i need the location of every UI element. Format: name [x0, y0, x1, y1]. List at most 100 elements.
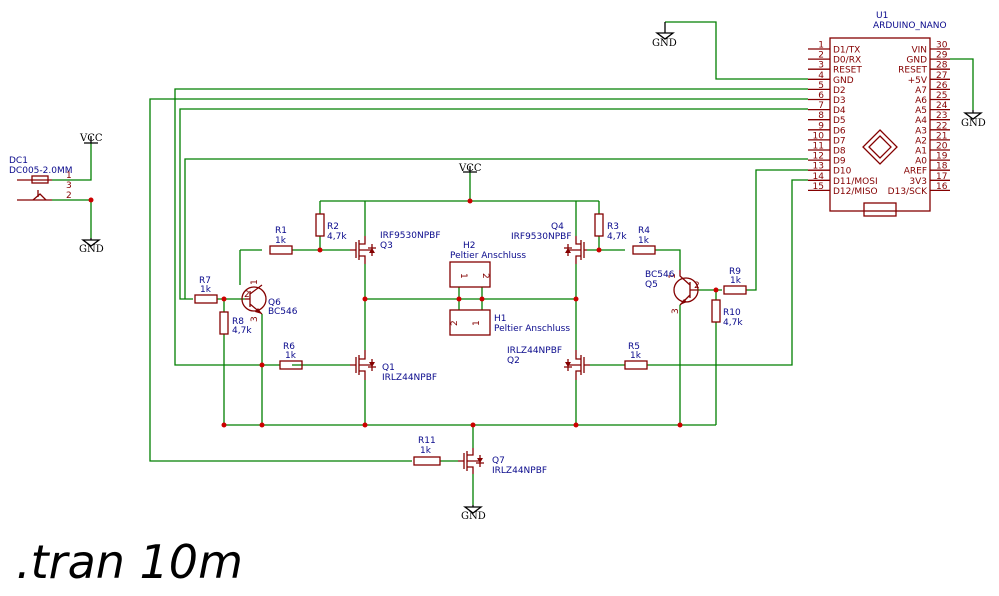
svg-text:25: 25	[936, 91, 947, 101]
svg-text:2: 2	[480, 273, 490, 279]
svg-text:GND: GND	[833, 76, 854, 86]
svg-text:R6: R6	[283, 342, 295, 352]
resistor-r3: R3 4,7k	[594, 213, 627, 242]
svg-text:11: 11	[813, 142, 824, 152]
resistor-r6: R6 1k	[279, 342, 303, 370]
svg-text:15: 15	[813, 182, 824, 192]
svg-text:4,7k: 4,7k	[723, 318, 743, 328]
resistor-r10: R10 4,7k	[711, 299, 743, 328]
svg-text:Q1: Q1	[382, 363, 395, 373]
svg-text:R5: R5	[628, 342, 640, 352]
svg-text:16: 16	[936, 182, 948, 192]
svg-text:4,7k: 4,7k	[327, 232, 347, 242]
svg-text:2: 2	[818, 51, 824, 61]
svg-text:A6: A6	[915, 96, 927, 106]
svg-text:R7: R7	[199, 276, 211, 286]
gnd-label: GND	[652, 38, 677, 49]
svg-text:D8: D8	[833, 147, 846, 157]
svg-text:1: 1	[458, 273, 468, 279]
svg-text:1k: 1k	[200, 285, 212, 295]
svg-text:D11/MOSI: D11/MOSI	[833, 177, 878, 187]
vcc-symbol-dc: VCC	[79, 133, 103, 144]
svg-text:21: 21	[936, 131, 947, 141]
svg-text:A7: A7	[915, 86, 927, 96]
dc1-pin1: 1	[66, 171, 72, 181]
svg-text:D3: D3	[833, 96, 846, 106]
svg-text:5: 5	[818, 81, 824, 91]
resistor-r7: R7 1k	[194, 276, 218, 304]
svg-text:3V3: 3V3	[909, 177, 927, 187]
gnd-label: GND	[79, 244, 104, 255]
svg-text:R8: R8	[232, 317, 244, 327]
svg-text:IRLZ44NPBF: IRLZ44NPBF	[492, 466, 547, 476]
svg-text:23: 23	[936, 111, 947, 121]
svg-text:IRLZ44NPBF: IRLZ44NPBF	[507, 346, 562, 356]
u1-pin-27: 27+5V	[908, 71, 950, 86]
gnd-symbol-right: GND	[961, 110, 986, 129]
u1-right-pins: 30VIN29GND28RESET27+5V26A725A624A523A422…	[888, 41, 950, 197]
svg-text:1k: 1k	[275, 236, 287, 246]
mosfet-q1: Q1 IRLZ44NPBF	[350, 350, 437, 383]
svg-text:R4: R4	[638, 226, 650, 236]
svg-text:18: 18	[936, 162, 948, 172]
svg-text:Q7: Q7	[492, 456, 505, 466]
svg-text:IRF9530NPBF: IRF9530NPBF	[511, 232, 572, 242]
bjt-q6: 1 2 3 Q6 BC546	[241, 279, 298, 322]
gnd-symbol-dc: GND	[79, 238, 104, 255]
svg-text:H2: H2	[463, 241, 476, 251]
svg-text:10: 10	[813, 131, 825, 141]
svg-text:A0: A0	[915, 157, 927, 167]
svg-text:A3: A3	[915, 126, 927, 136]
svg-text:IRF9530NPBF: IRF9530NPBF	[380, 231, 441, 241]
svg-text:14: 14	[813, 172, 825, 182]
gnd-symbol-bottom: GND	[461, 505, 486, 522]
svg-text:19: 19	[936, 152, 948, 162]
svg-text:22: 22	[936, 121, 947, 131]
svg-text:20: 20	[936, 142, 948, 152]
svg-text:RESET: RESET	[898, 66, 927, 76]
svg-text:D6: D6	[833, 126, 846, 136]
svg-text:1: 1	[818, 41, 824, 51]
svg-text:26: 26	[936, 81, 948, 91]
svg-text:D2: D2	[833, 86, 846, 96]
u1-value: ARDUINO_NANO	[873, 21, 947, 31]
svg-text:A5: A5	[915, 106, 927, 116]
svg-text:6: 6	[818, 91, 824, 101]
svg-text:7: 7	[818, 101, 824, 111]
dc1-pin2: 2	[66, 191, 72, 201]
svg-text:D12/MISO: D12/MISO	[833, 187, 878, 197]
svg-text:3: 3	[818, 61, 824, 71]
svg-text:2: 2	[450, 320, 460, 326]
svg-text:Peltier Anschluss: Peltier Anschluss	[494, 324, 570, 334]
svg-text:BC546: BC546	[645, 270, 675, 280]
svg-text:13: 13	[813, 162, 824, 172]
junctions	[88, 197, 719, 428]
svg-text:H1: H1	[494, 314, 507, 324]
svg-text:D1/TX: D1/TX	[833, 46, 860, 56]
svg-text:4,7k: 4,7k	[607, 232, 627, 242]
svg-text:28: 28	[936, 61, 948, 71]
svg-text:12: 12	[813, 152, 824, 162]
svg-text:27: 27	[936, 71, 947, 81]
resistor-r8: R8 4,7k	[219, 311, 252, 336]
svg-text:R10: R10	[723, 308, 741, 318]
svg-text:4,7k: 4,7k	[232, 326, 252, 336]
